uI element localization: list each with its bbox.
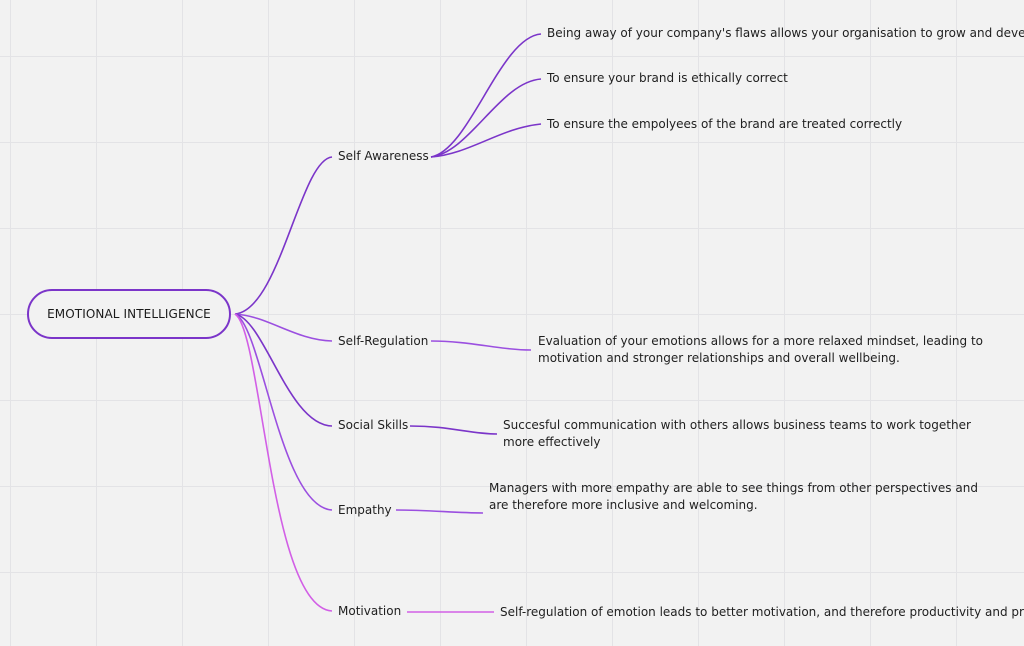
connector-social-skills-child [409, 425, 498, 435]
branch-social-skills[interactable]: Social Skills [338, 418, 409, 432]
connector-self-awareness-child-2 [430, 78, 542, 158]
connector-root-motivation [234, 313, 333, 612]
root-node-label: EMOTIONAL INTELLIGENCE [47, 307, 211, 321]
connector-root-empathy [234, 313, 333, 511]
branch-motivation[interactable]: Motivation [338, 604, 402, 618]
branch-self-regulation[interactable]: Self-Regulation [338, 334, 429, 348]
leaf-self-regulation[interactable]: Evaluation of your emotions allows for a… [538, 334, 984, 365]
leaf-empathy[interactable]: Managers with more empathy are able to s… [489, 481, 978, 512]
connector-empathy-child [395, 509, 484, 514]
connector-root-self-regulation [234, 313, 333, 342]
connector-self-regulation-child [430, 340, 532, 351]
connector-root-social-skills [234, 313, 333, 427]
leaf-self-awareness-3[interactable]: To ensure the empolyees of the brand are… [547, 117, 903, 131]
branch-empathy[interactable]: Empathy [338, 503, 392, 517]
connector-root-self-awareness [234, 156, 333, 315]
root-node[interactable]: EMOTIONAL INTELLIGENCE [27, 289, 231, 339]
leaf-self-awareness-1[interactable]: Being away of your company's flaws allow… [547, 26, 1024, 40]
connector-self-awareness-child-3 [430, 123, 542, 158]
branch-self-awareness[interactable]: Self Awareness [338, 149, 429, 163]
connector-self-awareness-child-1 [430, 33, 542, 158]
leaf-motivation[interactable]: Self-regulation of emotion leads to bett… [500, 605, 1024, 619]
leaf-social-skills[interactable]: Succesful communication with others allo… [503, 418, 971, 449]
leaf-self-awareness-2[interactable]: To ensure your brand is ethically correc… [547, 71, 788, 85]
